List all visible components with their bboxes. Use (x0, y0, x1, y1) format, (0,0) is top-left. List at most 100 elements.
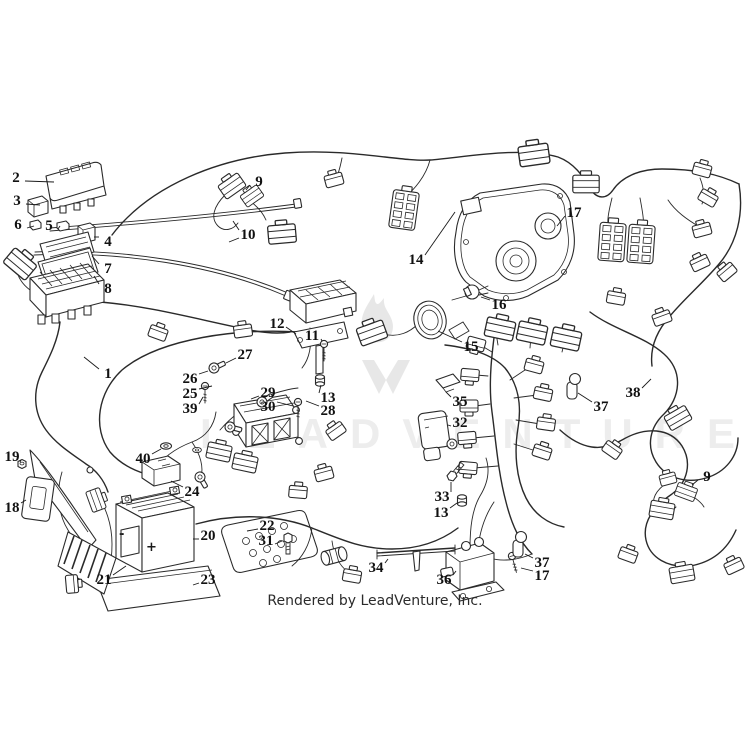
connector-icon (459, 367, 481, 387)
connector-icon (572, 170, 600, 194)
connector-icon (483, 311, 518, 343)
relay-box-small (141, 455, 181, 487)
callout-39: 39 (183, 401, 198, 417)
callout-31: 31 (259, 533, 274, 549)
connector-icon (312, 461, 335, 483)
bracket (435, 373, 461, 393)
connector-icon (616, 541, 641, 565)
callout-leader-line (91, 255, 100, 265)
cap-icon (314, 374, 326, 387)
connector-icon (721, 552, 746, 576)
callout-leader-line (449, 502, 458, 509)
screw-icon (200, 381, 210, 404)
connector-icon (287, 480, 309, 500)
headlight-assembly (413, 183, 575, 340)
connector-icon (713, 258, 739, 283)
callout-leader-line (445, 391, 452, 398)
callout-leader-line (424, 211, 456, 256)
callout-leader-line (93, 275, 100, 285)
connector-icon (231, 448, 260, 474)
callout-leader-line (245, 184, 251, 191)
callout-38: 38 (626, 385, 641, 401)
callout-leader-line (225, 357, 237, 364)
starter-solenoid (440, 536, 505, 602)
washer-icon (159, 442, 173, 450)
callout-37: 37 (535, 555, 551, 571)
callout-17: 17 (567, 205, 583, 221)
callout-leader-line (437, 330, 463, 343)
callout-36: 36 (437, 572, 453, 588)
callout-21: 21 (97, 572, 112, 588)
callout-10: 10 (241, 227, 256, 243)
connector-icon (456, 430, 478, 450)
fuse-block (29, 262, 105, 325)
connector-icon (531, 439, 555, 462)
callout-7: 7 (104, 261, 112, 277)
connector-icon (322, 167, 345, 189)
callout-leader-line (691, 479, 699, 486)
callout-1: 1 (104, 366, 112, 382)
fuse (29, 219, 42, 231)
connector-icon (532, 381, 555, 403)
callout-leader-line (520, 567, 534, 572)
callout-15: 15 (464, 339, 479, 355)
callout-30: 30 (261, 399, 276, 415)
callout-leader-line (276, 401, 294, 407)
sensor-module (417, 410, 458, 462)
callout-22: 22 (260, 518, 275, 534)
connector-icon (515, 315, 550, 347)
callout-2: 2 (12, 170, 20, 186)
callout-leader-line (112, 565, 127, 576)
callout-6: 6 (14, 217, 22, 233)
connector-icon (597, 216, 628, 263)
callout-leader-line (198, 396, 204, 405)
connector-icon (687, 249, 712, 273)
ring-terminal-icon (206, 357, 228, 376)
callout-17: 17 (535, 568, 551, 584)
callout-leader-line (246, 528, 259, 532)
callout-leader-line (305, 400, 320, 407)
connector-icon (549, 321, 584, 353)
grommet (413, 300, 447, 340)
connector-icon (319, 545, 349, 567)
callout-leader-line (198, 385, 213, 390)
connector-icon (661, 401, 693, 432)
battery: - + (95, 485, 221, 612)
connector-icon (322, 417, 348, 442)
callout-9: 9 (703, 469, 711, 485)
callout-32: 32 (453, 415, 468, 431)
washer-icon (192, 447, 202, 453)
boot-icon (566, 372, 582, 400)
battery-plus-sign: + (146, 540, 157, 555)
connector-icon (85, 485, 111, 514)
connector-icon (146, 319, 171, 343)
connector-icon (516, 137, 551, 168)
connector-icon (523, 353, 546, 375)
battery-minus-sign: - (119, 527, 124, 542)
connector-icon (657, 467, 678, 487)
fuse-box-cover (45, 161, 105, 202)
callout-35: 35 (453, 394, 468, 410)
callout-26: 26 (183, 371, 199, 387)
battery-label (120, 525, 140, 558)
callout-33: 33 (435, 489, 450, 505)
callout-leader-line (151, 448, 162, 455)
hardware-kit (221, 509, 318, 573)
headlight-bulb (451, 284, 489, 301)
callout-leader-line (384, 558, 389, 564)
callout-34: 34 (369, 560, 385, 576)
callout-leader-line (274, 540, 283, 545)
callout-25: 25 (183, 386, 198, 402)
bolt-icon (283, 532, 293, 555)
connector-icon (667, 559, 696, 585)
callout-13: 13 (321, 390, 336, 406)
callout-leader-line (228, 237, 240, 243)
callout-leader-line (524, 553, 534, 559)
callout-12: 12 (270, 316, 285, 332)
callout-leader-line (232, 220, 240, 231)
callout-leader-line (198, 370, 209, 375)
connector-icon (626, 218, 657, 265)
connector-icon (387, 183, 421, 232)
